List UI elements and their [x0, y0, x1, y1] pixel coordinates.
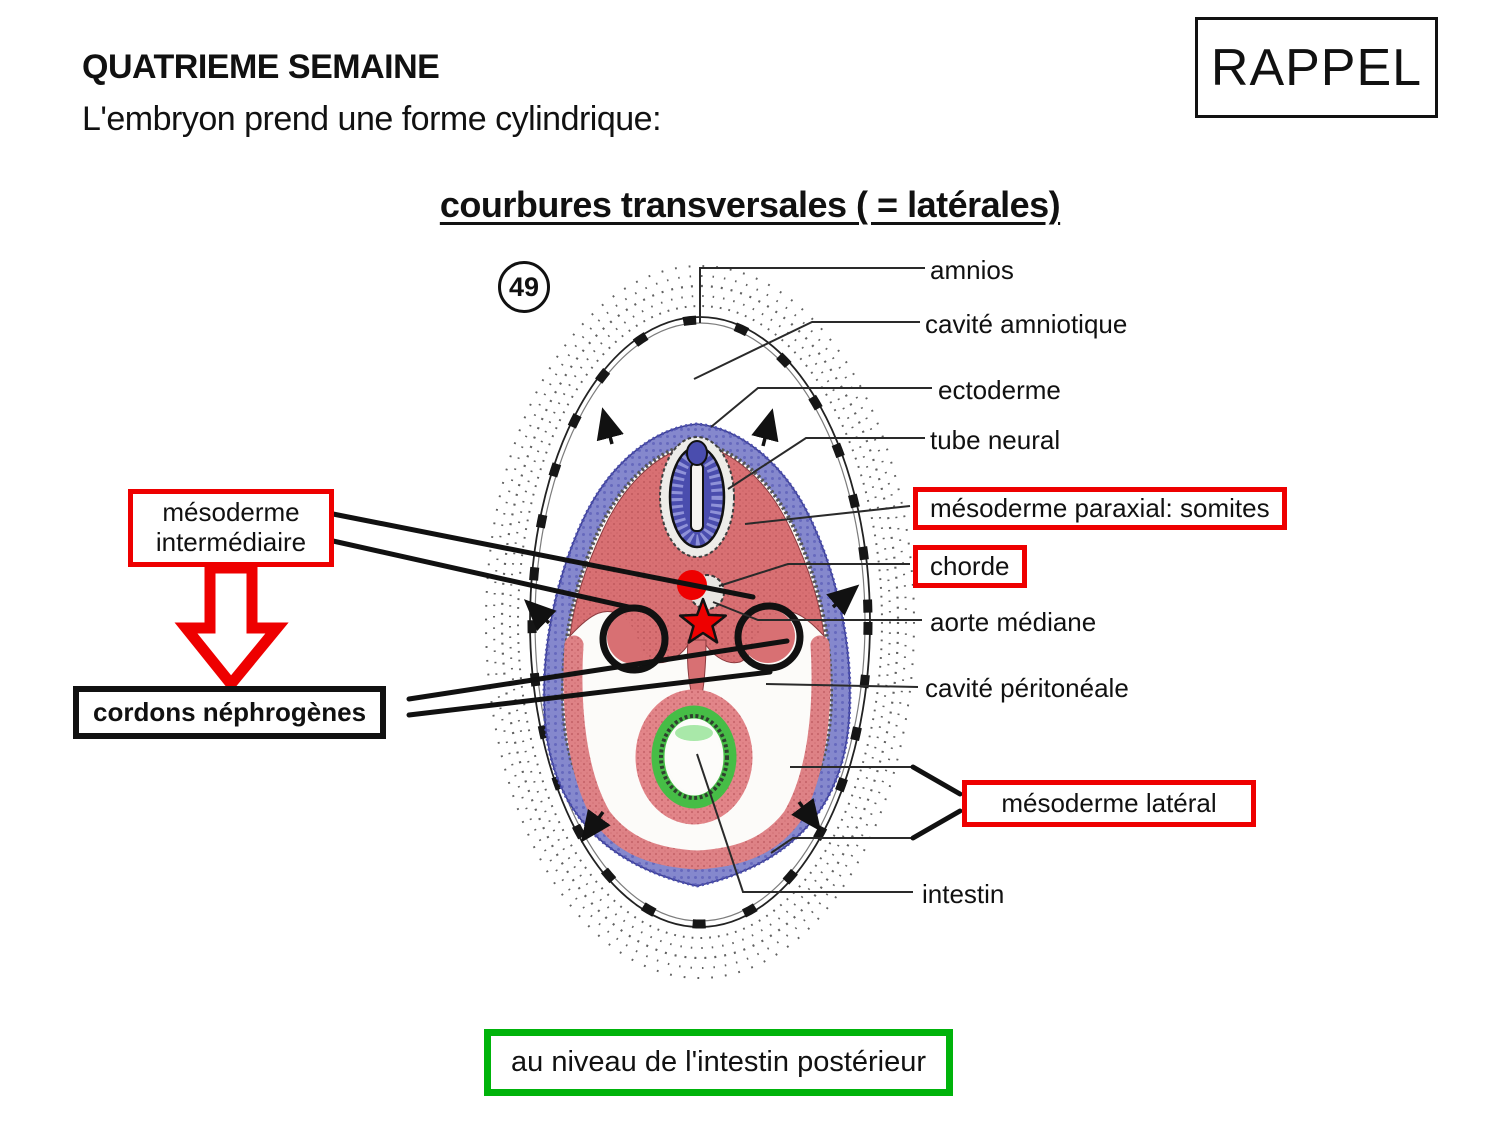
- leader-mesoderme-lateral-inf: [770, 837, 913, 854]
- label-ectoderme: ectoderme: [938, 375, 1061, 405]
- star-icon: [678, 597, 728, 644]
- section-heading: courbures transversales ( = latérales): [439, 184, 1061, 225]
- median-aorta-shape: [677, 570, 707, 600]
- leader-cavite-amniotique: [693, 321, 920, 380]
- label-tube-neural: tube neural: [930, 425, 1061, 455]
- neural-crest-knob: [686, 440, 708, 466]
- footer-note: au niveau de l'intestin postérieur: [484, 1029, 954, 1096]
- leader-mesoderme-paraxial: [744, 505, 911, 525]
- connector-cordons-1: [406, 638, 790, 702]
- leader-aorte-mediane: [712, 601, 922, 621]
- somite-mass: [569, 444, 825, 707]
- thick-connectors: [330, 511, 963, 841]
- leader-chorde: [718, 563, 910, 587]
- surface-ectoderm-band: [542, 422, 852, 888]
- rappel-badge: RAPPEL: [1195, 17, 1438, 118]
- page-subtitle: L'embryon prend une forme cylindrique:: [82, 100, 662, 138]
- leader-ectoderme: [710, 387, 932, 428]
- chorde-shape: [689, 574, 725, 610]
- label-amnios: amnios: [930, 255, 1014, 285]
- amnion-membrane: [527, 315, 873, 929]
- figure-number: 49: [498, 261, 550, 313]
- label-aorte-mediane: aorte médiane: [930, 607, 1097, 637]
- leader-amnios: [699, 267, 925, 323]
- folding-arrows: [523, 407, 860, 843]
- stipple-ring: [485, 265, 915, 979]
- leader-tube-neural: [727, 437, 925, 490]
- neural-tube: [659, 436, 735, 558]
- box-chorde: chorde: [913, 545, 1027, 588]
- label-cavite-peritoneale: cavité péritonéale: [925, 673, 1129, 703]
- leader-cavite-peritoneale: [765, 683, 919, 688]
- label-intestin: intestin: [922, 879, 1005, 909]
- leader-lines: [693, 267, 932, 893]
- box-mesoderme-paraxial: mésoderme paraxial: somites: [913, 487, 1287, 530]
- red-down-arrow-icon: [174, 562, 289, 693]
- bracket-lateral-inf: [910, 808, 963, 841]
- connector-cordons-2: [406, 669, 773, 718]
- gut: [635, 689, 753, 825]
- box-cordons-nephrogenes: cordons néphrogènes: [73, 686, 387, 739]
- label-cavite-amniotique: cavité amniotique: [925, 309, 1128, 339]
- box-mesoderme-lateral: mésoderme latéral: [962, 780, 1256, 827]
- nephrogenic-cord-circles: [599, 602, 804, 674]
- connector-intermediaire-1: [330, 511, 756, 600]
- leader-intestin: [696, 753, 913, 893]
- bracket-lateral-sup: [910, 764, 963, 797]
- page-title: QUATRIEME SEMAINE: [82, 48, 440, 86]
- box-mesoderme-intermediaire: mésoderme intermédiaire: [128, 489, 334, 567]
- lateral-mesoderm-band: [563, 635, 831, 870]
- connector-intermediaire-2: [330, 538, 654, 615]
